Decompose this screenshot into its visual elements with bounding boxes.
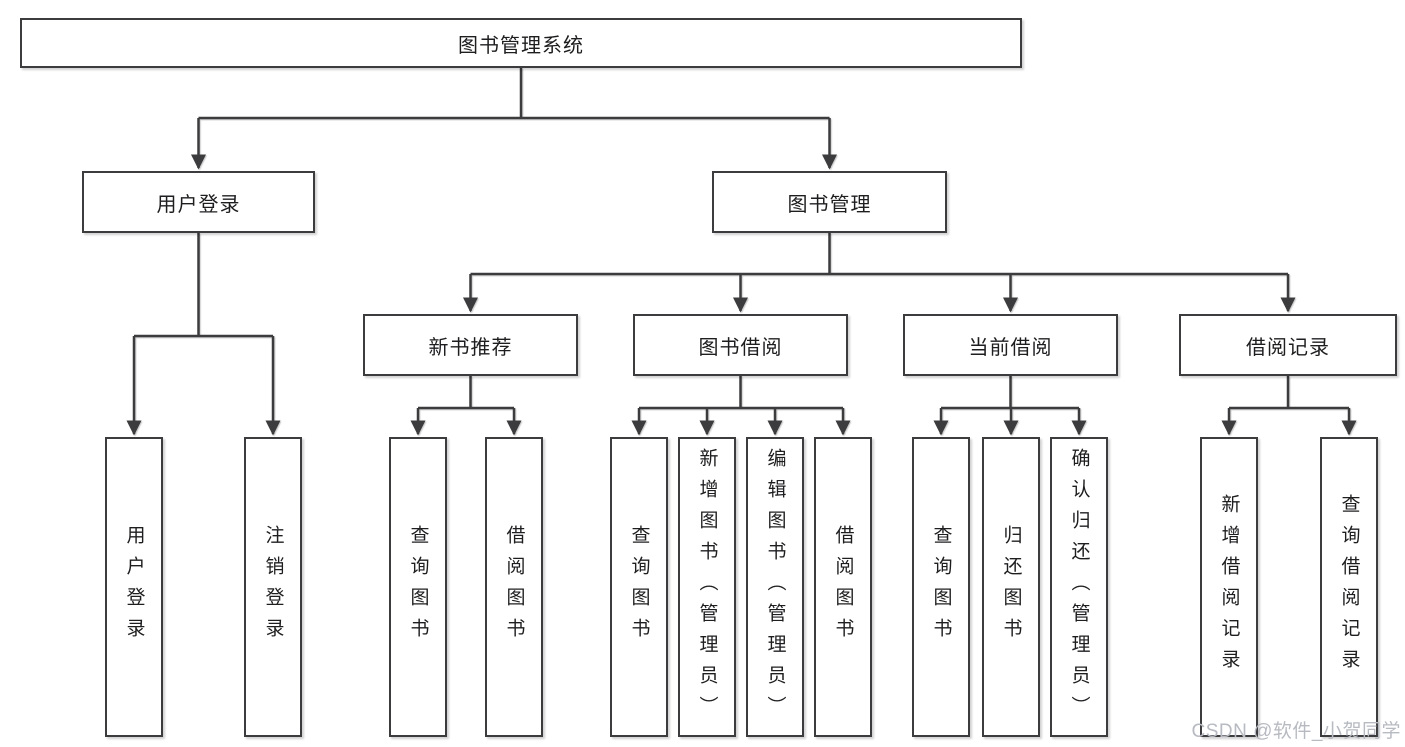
leaf-label: 新增图书（管理员） [696, 447, 718, 727]
leaf-label: 借阅图书 [832, 525, 854, 649]
leaf-current-query-book: 查询图书 [912, 437, 970, 737]
node-root-system: 图书管理系统 [20, 18, 1022, 68]
leaf-label: 查询图书 [628, 525, 650, 649]
leaf-label: 编辑图书（管理员） [764, 447, 786, 727]
leaf-label: 确认归还（管理员） [1068, 447, 1090, 727]
leaf-user-login: 用户登录 [105, 437, 163, 737]
leaf-record-add: 新增借阅记录 [1200, 437, 1258, 737]
node-current-borrow: 当前借阅 [903, 314, 1118, 376]
leaf-label: 用户登录 [123, 525, 145, 649]
leaf-label: 查询图书 [930, 525, 952, 649]
leaf-label: 查询借阅记录 [1338, 494, 1360, 680]
leaf-borrow-book: 借阅图书 [814, 437, 872, 737]
leaf-logout: 注销登录 [244, 437, 302, 737]
leaf-newbook-query: 查询图书 [389, 437, 447, 737]
leaf-label: 注销登录 [262, 525, 284, 649]
leaf-borrow-edit-book-admin: 编辑图书（管理员） [746, 437, 804, 737]
leaf-label: 新增借阅记录 [1218, 494, 1240, 680]
node-book-management: 图书管理 [712, 171, 947, 233]
leaf-label: 借阅图书 [503, 525, 525, 649]
leaf-borrow-query-book: 查询图书 [610, 437, 668, 737]
leaf-newbook-borrow: 借阅图书 [485, 437, 543, 737]
leaf-current-return-book: 归还图书 [982, 437, 1040, 737]
node-book-borrow: 图书借阅 [633, 314, 848, 376]
csdn-watermark: CSDN @软件_小贺同学 [1191, 721, 1401, 742]
leaf-label: 归还图书 [1000, 525, 1022, 649]
leaf-record-query: 查询借阅记录 [1320, 437, 1378, 737]
leaf-label: 查询图书 [407, 525, 429, 649]
leaf-current-confirm-return-admin: 确认归还（管理员） [1050, 437, 1108, 737]
node-new-book-recommend: 新书推荐 [363, 314, 578, 376]
node-user-login: 用户登录 [82, 171, 315, 233]
leaf-borrow-add-book-admin: 新增图书（管理员） [678, 437, 736, 737]
node-borrow-record: 借阅记录 [1179, 314, 1397, 376]
